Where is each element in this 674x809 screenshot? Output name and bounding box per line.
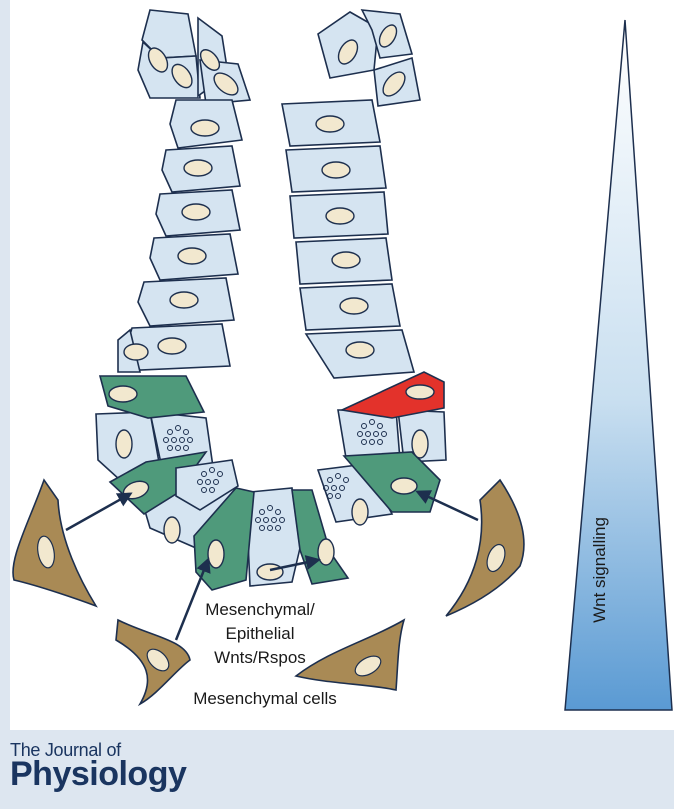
mesenchymal-cells-label: Mesenchymal cells [150, 689, 380, 709]
wnt-gradient-triangle [565, 20, 672, 710]
label-line-1: Mesenchymal/ [180, 598, 340, 622]
journal-logo-line2: Physiology [10, 755, 186, 794]
label-line-2: Epithelial [180, 622, 340, 646]
wnt-signalling-label: Wnt signalling [590, 515, 610, 625]
journal-logo: The Journal of Physiology [10, 740, 186, 794]
mesenchymal-epithelial-label: Mesenchymal/ Epithelial Wnts/Rspos [180, 598, 340, 670]
label-line-3: Wnts/Rspos [180, 646, 340, 670]
